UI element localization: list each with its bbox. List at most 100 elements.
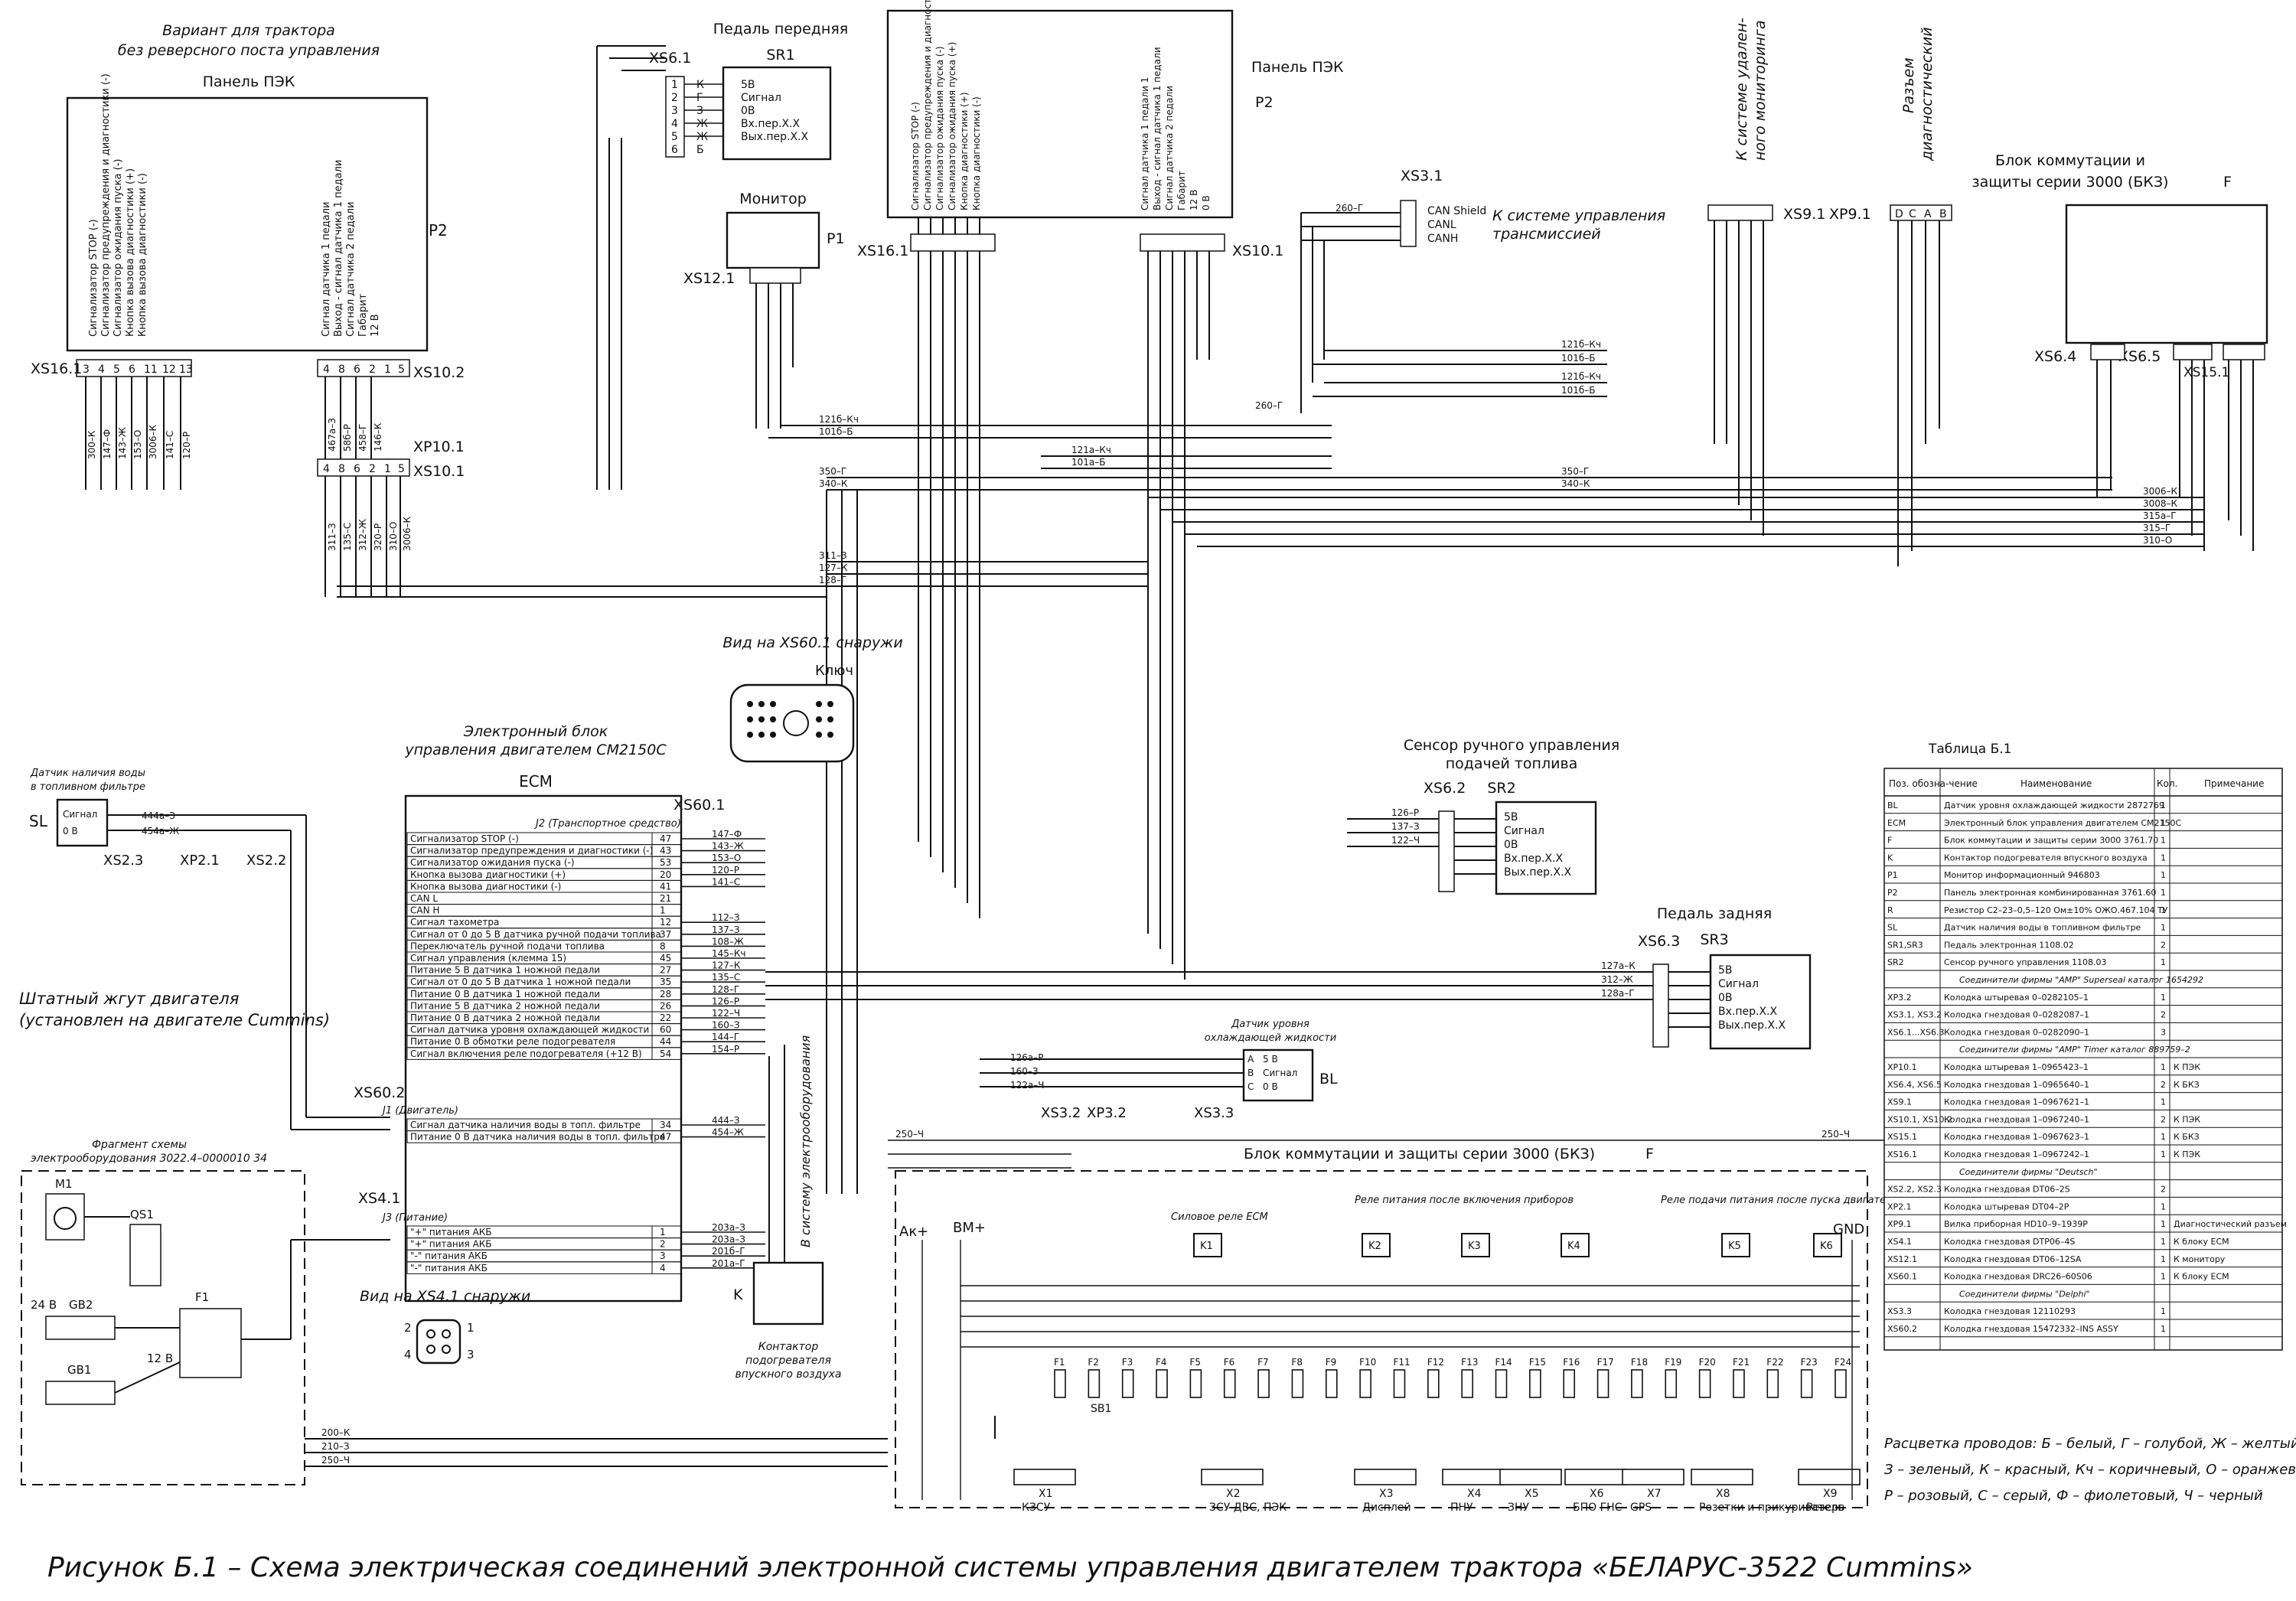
svg-text:Габарит: Габарит [1176, 171, 1187, 210]
fuse [1088, 1369, 1101, 1398]
ecm-pin: 2 [660, 1239, 666, 1250]
ecm-row-name: Сигнал включения реле подогревателя (+12… [410, 1048, 642, 1059]
table-pos: XS4.1 [1887, 1237, 1912, 1247]
sr2-group: Сенсор ручного управления подачей топлив… [1347, 737, 1619, 895]
fuse [1733, 1369, 1745, 1398]
svg-text:0В: 0В [741, 105, 755, 117]
xp9-1-wires [1897, 220, 1940, 566]
ecm-pin: 26 [660, 1000, 671, 1011]
remote-monitoring-note-1: К системе удален- [1733, 18, 1750, 161]
xs60-2-label: XS60.2 [354, 1084, 405, 1101]
sig-label: Сигнализатор STOP (-) [88, 219, 99, 337]
table-pos: XS2.2, XS2.3 [1887, 1185, 1942, 1195]
panel-pek-left-title: Панель ПЭК [203, 73, 295, 90]
relay-label: K5 [1728, 1241, 1741, 1252]
water-sensor-title-1: Датчик наличия воды [30, 768, 145, 779]
ecm-row-name: "+" питания АКБ [410, 1227, 492, 1237]
sig-label: Сигнал датчика 2 педали [345, 202, 357, 337]
fuse-label: F23 [1801, 1357, 1818, 1368]
table-pos: XP10.1 [1887, 1062, 1917, 1072]
bkz-connector-ref: X8 [1716, 1488, 1730, 1500]
sr3-wires: 127а–К 312–Ж 128а–Г [1601, 960, 1636, 999]
ecm-wire-label: 108–Ж [712, 936, 744, 947]
svg-text:Сигнал датчика 1 педали 1: Сигнал датчика 1 педали 1 [1140, 77, 1150, 210]
fuse-label: F4 [1156, 1357, 1167, 1368]
ecm-wire-label: 112–З [712, 912, 740, 923]
gb1-box [45, 1381, 116, 1405]
bkz-connector-name: КЗСУ [1022, 1502, 1051, 1514]
panel-center-wires [918, 217, 1210, 360]
svg-text:12 В: 12 В [147, 1352, 173, 1365]
engine-harness-2: (установлен на двигателе Cummins) [19, 1011, 330, 1029]
panel-left-signal-labels: Сигнализатор STOP (-) Сигнализатор преду… [88, 73, 381, 337]
bkz-connector-strip [1442, 1469, 1505, 1485]
monitor-box [726, 211, 820, 269]
contactor-title-2: подогревателя [745, 1355, 831, 1367]
ecm-pin: 27 [660, 965, 671, 976]
panel-pek-center-title: Панель ПЭК [1251, 59, 1344, 76]
ecm-pin: 12 [660, 917, 671, 928]
relay-label: K4 [1567, 1241, 1580, 1252]
fuse-label: F11 [1393, 1357, 1410, 1368]
relay-group-start: Реле подачи питания после пуска двигател… [1661, 1195, 1898, 1206]
fuse [1563, 1369, 1576, 1398]
ecm-group: Электронный блок управления двигателем C… [354, 723, 765, 1303]
svg-text:101а–Б: 101а–Б [1071, 457, 1106, 468]
svg-text:8: 8 [338, 463, 345, 475]
xs16-left-wire-labels: 300–К 147–Ф 143–Ж 153–О 3006–К 141–С 120… [86, 418, 413, 551]
ecm-pin: 4 [660, 1263, 666, 1273]
svg-text:A: A [1247, 1054, 1254, 1065]
table-name: Колодка штыревая 1–0965423–1 [1944, 1062, 2089, 1072]
ecm-pin: 3 [660, 1250, 666, 1261]
table-note: Диагностический разъем [2174, 1219, 2287, 1229]
ecm-wire-label: 203а–З [712, 1222, 745, 1233]
svg-text:24 В: 24 В [31, 1298, 57, 1312]
svg-text:300–К: 300–К [86, 430, 97, 459]
table-pos: XS3.1, XS3.2 [1887, 1010, 1942, 1020]
fuse [1665, 1369, 1678, 1398]
bkz-connector-strip [1499, 1469, 1562, 1485]
bkz-bottom-title: Блок коммутации и защиты серии 3000 (БКЗ… [1244, 1146, 1595, 1162]
fuse-label: F12 [1427, 1357, 1444, 1368]
sr2-title-1: Сенсор ручного управления [1404, 737, 1619, 754]
fuse-label: F8 [1291, 1357, 1303, 1368]
pedal-front-ref: SR1 [766, 47, 794, 64]
table-note: К ПЭК [2174, 1114, 2200, 1124]
table-note: К БКЗ [2174, 1132, 2200, 1142]
bl-ref: BL [1319, 1071, 1338, 1087]
svg-text:126–Р: 126–Р [1391, 807, 1419, 818]
fuse-label: F17 [1597, 1357, 1614, 1368]
water-sensor-wires [107, 814, 390, 1130]
ecm-pin: 60 [660, 1025, 671, 1035]
svg-text:5В: 5В [741, 79, 755, 91]
table-name: Колодка гнездовая 1–0967242–1 [1944, 1149, 2089, 1159]
ecm-row-name: "-" питания АКБ [410, 1263, 488, 1273]
ecm-wire-label: 160–З [712, 1020, 740, 1031]
diag-note-1: Разъем [1900, 57, 1917, 113]
svg-text:QS1: QS1 [130, 1208, 154, 1221]
svg-text:Вх.пер.Х.Х: Вх.пер.Х.Х [1504, 853, 1563, 865]
svg-text:Сигнал: Сигнал [63, 809, 97, 820]
relay-label: K2 [1368, 1241, 1381, 1252]
svg-text:2: 2 [671, 92, 678, 104]
svg-text:Кнопка диагностики (+): Кнопка диагностики (+) [959, 92, 970, 210]
fuse-label: F3 [1122, 1357, 1133, 1368]
sr3-box [1709, 954, 1812, 1050]
svg-text:127–К: 127–К [819, 562, 848, 573]
wire-color-legend: Расцветка проводов: Б – белый, Г – голуб… [1884, 1436, 2296, 1504]
bkz-connector-name: ЗНУ [1508, 1502, 1530, 1514]
xs10-1-center-strip [1140, 233, 1225, 252]
th-name: Наименование [2020, 778, 2092, 789]
svg-text:4: 4 [671, 118, 678, 130]
bkz-connector-strip [1691, 1469, 1753, 1485]
bkz-bottom-group: Блок коммутации и защиты серии 3000 (БКЗ… [888, 1129, 1944, 1514]
bkz-connector-name: Розетки и прикуриватель [1699, 1502, 1844, 1514]
table-name: Колодка гнездовая 1–0967623–1 [1944, 1132, 2089, 1142]
xp3-2-label: XP3.2 [1087, 1105, 1127, 1121]
xs10-1-strip [317, 458, 410, 477]
ecm-pin: 1 [660, 905, 666, 916]
monitor-group: Монитор P1 XS12.1 [683, 191, 845, 429]
table-qty: 1 [2161, 1219, 2166, 1229]
term-vm: ВМ+ [953, 1220, 986, 1236]
